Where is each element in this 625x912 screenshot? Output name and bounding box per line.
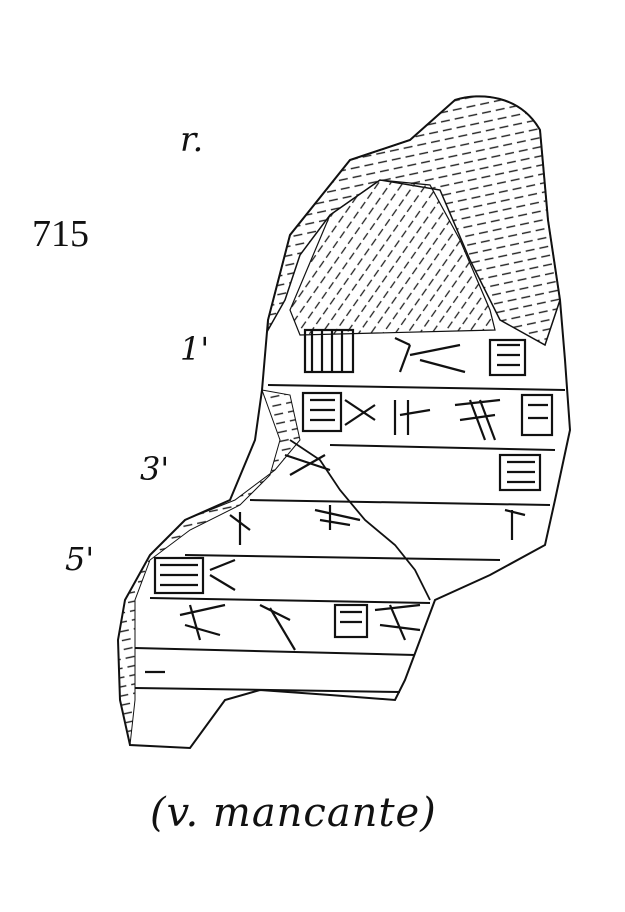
catalogue-number: 715 <box>32 213 89 255</box>
sign-row-2 <box>301 391 554 441</box>
sign-row-3 <box>284 453 542 492</box>
line-number-5: 5' <box>65 540 95 578</box>
sign-row-5 <box>153 556 236 595</box>
side-label: r. <box>180 120 204 160</box>
sign-row-4 <box>229 505 526 545</box>
line-number-1: 1' <box>180 330 210 368</box>
sign-row-1 <box>303 328 527 377</box>
sign-row-6 <box>179 603 421 651</box>
caption: (v. mancante) <box>150 790 437 836</box>
line-number-3: 3' <box>140 450 170 488</box>
